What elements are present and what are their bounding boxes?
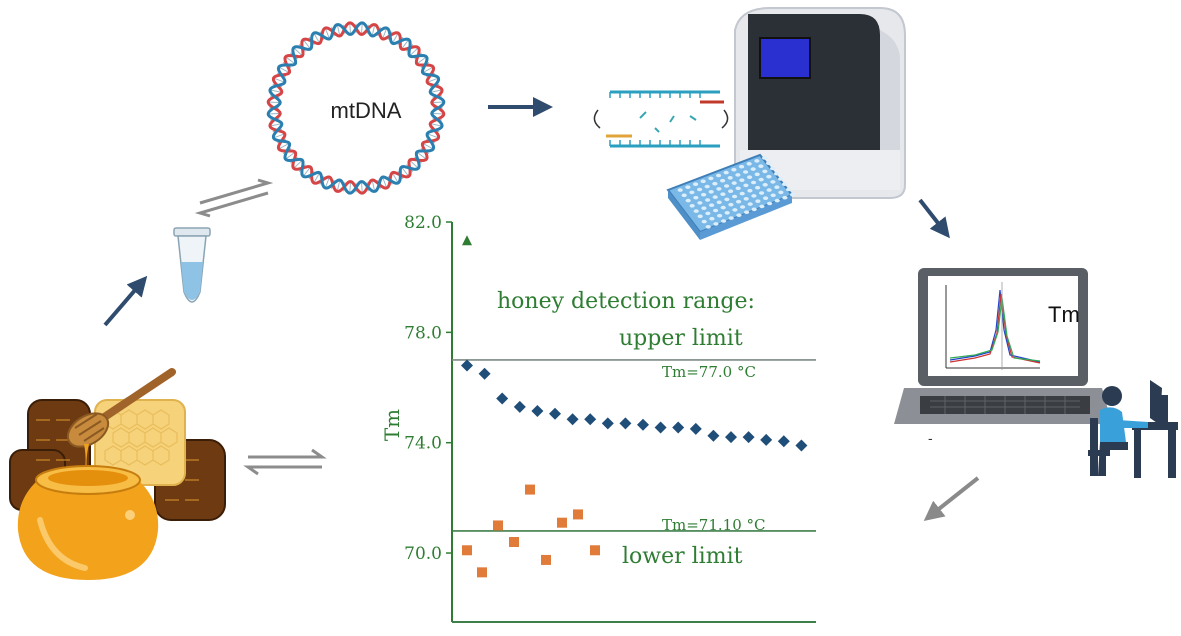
data-point-diamond	[461, 359, 473, 372]
data-point-diamond	[496, 392, 509, 405]
data-point-diamond	[549, 407, 561, 420]
dna-ring-icon: mtDNA	[266, 21, 446, 195]
y-axis-label: Tm	[380, 409, 404, 441]
data-point-diamond	[725, 431, 737, 444]
data-point-diamond	[601, 417, 614, 430]
data-point-diamond	[672, 421, 685, 434]
data-point-diamond	[742, 431, 755, 444]
data-point-diamond	[654, 421, 667, 434]
arrow-analysis-to-chart	[923, 476, 980, 521]
y-tick-label: 78.0	[404, 323, 442, 343]
laptop-icon: Tm -	[894, 268, 1112, 446]
data-point-diamond	[513, 400, 526, 413]
lower-tm-label: Tm=71.10 °C	[662, 516, 765, 534]
data-point-square	[541, 554, 551, 565]
data-point-diamond	[637, 418, 649, 431]
data-point-square	[509, 537, 519, 547]
triangle-marker-icon	[462, 235, 472, 246]
arrow-qpcr-to-laptop	[918, 198, 950, 239]
equilibrium-arrows-top	[194, 178, 274, 218]
upper-tm-label: Tm=77.0 °C	[662, 363, 756, 381]
pcr-strands-icon	[593, 90, 729, 148]
data-point-diamond	[777, 435, 790, 448]
y-tick-label: 74.0	[404, 434, 442, 454]
data-point-diamond	[707, 429, 720, 442]
tm-screen-label: Tm	[1048, 302, 1080, 327]
tm-scatter-chart: 70.0 74.0 78.0 82.0 Tm honey detection rang…	[380, 213, 816, 623]
laptop-dash: -	[928, 430, 933, 446]
data-point-square	[590, 545, 600, 556]
mtdna-label: mtDNA	[331, 98, 402, 123]
qpcr-machine-icon	[593, 7, 906, 240]
data-point-diamond	[619, 417, 632, 430]
data-point-diamond	[478, 367, 491, 380]
data-point-square	[557, 517, 567, 528]
data-point-diamond	[566, 413, 579, 426]
data-point-square	[462, 545, 472, 556]
y-tick-label: 82.0	[404, 213, 442, 233]
person-at-desk-icon	[1088, 380, 1178, 478]
well-plate-icon	[666, 153, 796, 240]
upper-limit-label: upper limit	[619, 326, 743, 351]
data-point-diamond	[689, 422, 702, 435]
data-point-diamond	[531, 404, 544, 417]
data-point-square	[525, 484, 535, 495]
equilibrium-arrows-bottom	[243, 448, 327, 476]
data-point-square	[573, 509, 583, 520]
lower-limit-label: lower limit	[622, 544, 743, 569]
honey-jar-icon	[9, 368, 226, 580]
data-point-square	[477, 567, 487, 578]
data-point-square	[493, 520, 503, 531]
data-point-diamond	[584, 413, 597, 426]
arrow-honey-to-tube	[103, 275, 148, 327]
y-tick-label: 70.0	[404, 544, 442, 564]
microtube-icon	[173, 227, 211, 303]
data-point-diamond	[760, 433, 773, 446]
range-title: honey detection range:	[497, 289, 755, 314]
data-point-diamond	[795, 439, 808, 452]
